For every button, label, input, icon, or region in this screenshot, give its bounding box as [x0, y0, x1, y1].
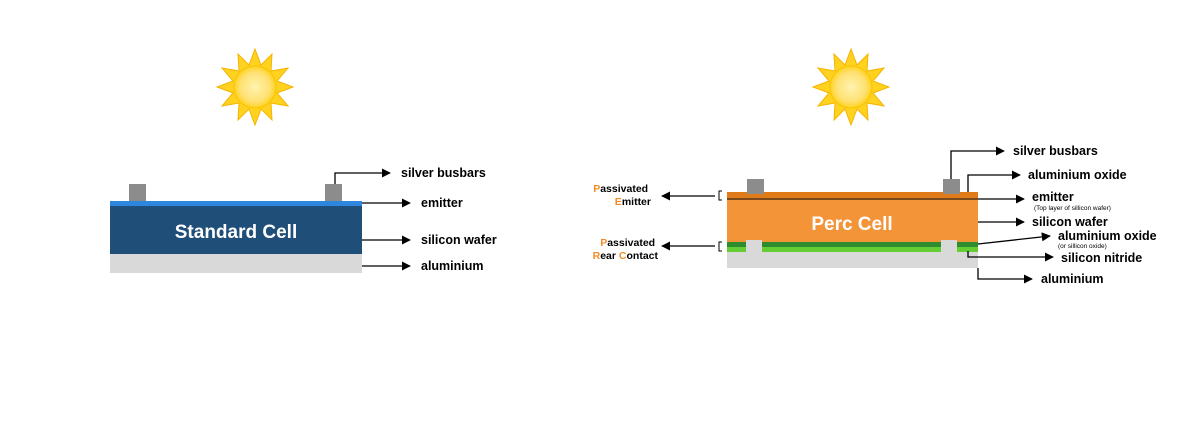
- label-emitter-note: (Top layer of sillicon wafer): [1034, 205, 1111, 212]
- bracket-rear: [718, 241, 722, 252]
- label-aluminium-oxide-rear-note: (or sillicon oxide): [1058, 243, 1107, 250]
- standard-aluminium-layer: [110, 254, 362, 273]
- label-emitter: emitter: [421, 196, 463, 210]
- standard-silicon-wafer: [110, 205, 362, 254]
- label-silver-busbars: silver busbars: [1013, 144, 1098, 158]
- perc-aluminium-layer: [727, 252, 978, 268]
- standard-busbar-left: [129, 184, 146, 201]
- label-passivated-emitter: Passivated Emitter: [593, 183, 651, 208]
- standard-cell-title: Standard Cell: [175, 222, 297, 243]
- arrow-right-icon: [967, 251, 1054, 262]
- label-aluminium: aluminium: [421, 259, 484, 273]
- label-aluminium-oxide: aluminium oxide: [1028, 168, 1127, 182]
- arrow-right-icon: [334, 168, 391, 184]
- perc-rear-contact-right: [941, 240, 957, 252]
- perc-cell-diagram: Perc Cell Passivated Emitter Passivated …: [593, 48, 1157, 286]
- arrow-right-icon: [977, 232, 1051, 245]
- arrow-right-icon: [967, 170, 1021, 192]
- arrow-right-icon: [950, 146, 1005, 179]
- perc-cell-title: Perc Cell: [811, 214, 892, 235]
- perc-aluminium-oxide-top: [727, 198, 978, 200]
- perc-rear-oxide-layer: [727, 242, 978, 247]
- perc-silicon-wafer: [727, 198, 978, 242]
- perc-busbar-left: [747, 179, 764, 194]
- label-passivated-rear-contact: Passivated Rear Contact: [593, 237, 659, 262]
- label-silicon-nitride: silicon nitride: [1061, 251, 1142, 265]
- sun-icon: [812, 48, 890, 126]
- perc-silicon-nitride-layer: [727, 247, 978, 252]
- label-silicon-wafer: silicon wafer: [421, 233, 497, 247]
- label-silicon-wafer: silicon wafer: [1032, 215, 1108, 229]
- perc-rear-contact-left: [746, 240, 762, 252]
- perc-busbar-right: [943, 179, 960, 194]
- standard-cell-diagram: Standard Cell silver busbars emitter sil…: [110, 48, 497, 273]
- label-silver-busbars: silver busbars: [401, 166, 486, 180]
- standard-busbar-right: [325, 184, 342, 201]
- label-aluminium: aluminium: [1041, 272, 1104, 286]
- arrow-right-icon: [977, 268, 1033, 284]
- sun-icon: [216, 48, 294, 126]
- label-emitter: emitter: [1032, 190, 1074, 204]
- label-aluminium-oxide-rear: aluminium oxide: [1058, 229, 1157, 243]
- perc-emitter-layer: [727, 192, 978, 198]
- standard-emitter-layer: [110, 201, 362, 206]
- bracket-emitter: [718, 190, 722, 201]
